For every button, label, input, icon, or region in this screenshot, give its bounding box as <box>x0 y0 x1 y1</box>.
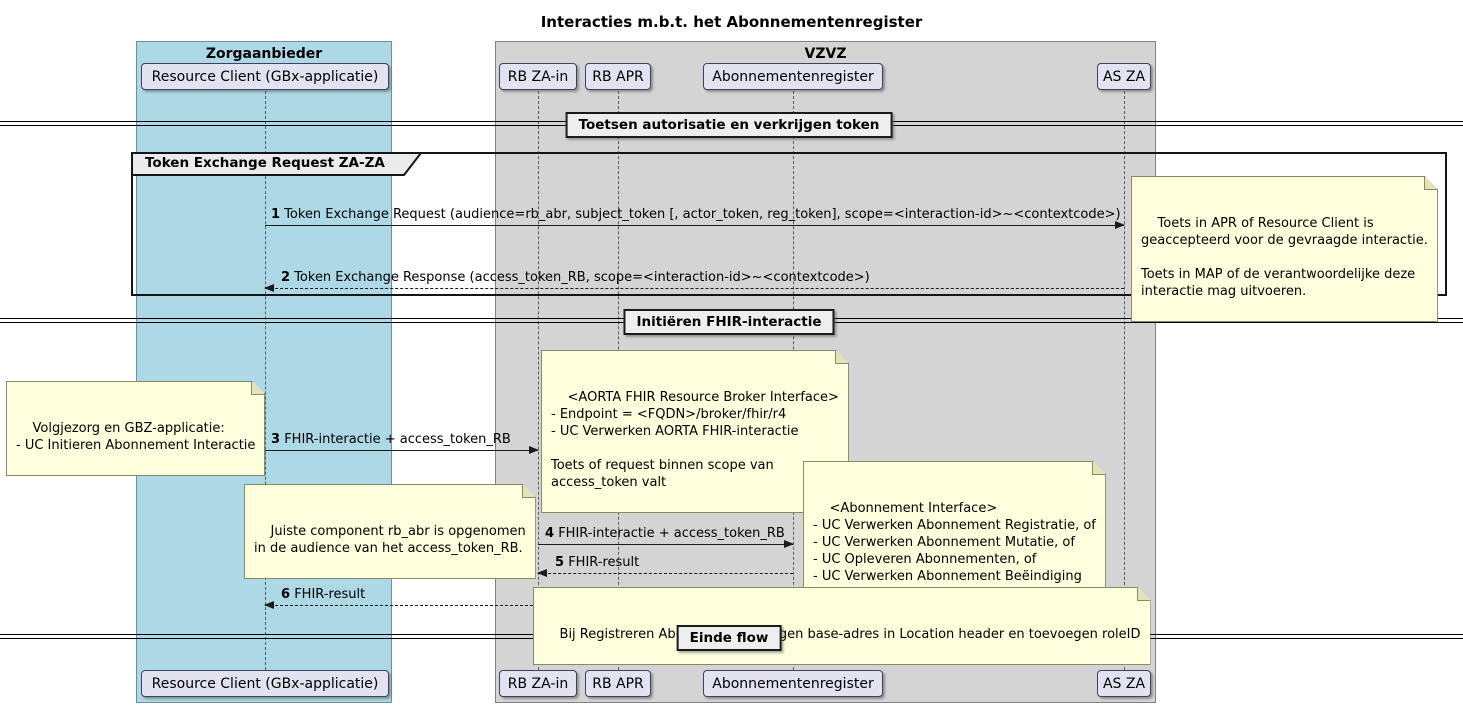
participant-label: RB ZA-in <box>507 68 569 85</box>
message-number: 5 <box>555 555 565 570</box>
note-text: Bij Registreren Abonnement: wijzigen bas… <box>559 627 1141 642</box>
arrow-left-icon <box>537 569 547 577</box>
participant-resource-client: Resource Client (GBx-applicatie) <box>141 63 389 90</box>
arrow-right-icon <box>1115 221 1125 229</box>
participant-abonnementenregister-bottom: Abonnementenregister <box>703 670 883 697</box>
note-abonnement-interface: <Abonnement Interface> - UC Verwerken Ab… <box>803 461 1106 607</box>
participant-rb-za-in: RB ZA-in <box>499 63 577 90</box>
message-line <box>265 225 1124 226</box>
message-line <box>538 544 793 545</box>
message-line <box>265 605 538 606</box>
arrow-right-icon <box>784 540 794 548</box>
message-text: FHIR-result <box>294 587 366 602</box>
note-aorta-interface: <AORTA FHIR Resource Broker Interface> -… <box>541 350 849 513</box>
note-text: Toets in APR of Resource Client is geacc… <box>1141 216 1428 299</box>
participant-label: Resource Client (GBx-applicatie) <box>151 68 379 85</box>
message-number: 3 <box>271 432 281 447</box>
frame-tab: Token Exchange Request ZA-ZA <box>131 152 424 177</box>
arrow-left-icon <box>264 601 274 609</box>
group-zorgaanbieder: Zorgaanbieder <box>136 41 392 703</box>
participant-label: AS ZA <box>1102 68 1146 85</box>
note-text: <Abonnement Interface> - UC Verwerken Ab… <box>813 501 1096 584</box>
participant-label: RB APR <box>592 68 644 85</box>
divider-toetsen: Toetsen autorisatie en verkrijgen token <box>565 112 893 138</box>
participant-rb-za-in-bottom: RB ZA-in <box>499 670 577 697</box>
lifeline-rb-za-in <box>538 91 539 670</box>
participant-as-za-bottom: AS ZA <box>1097 670 1151 697</box>
lifeline-as-za <box>1124 91 1125 670</box>
message-text: FHIR-interactie + access_token_RB <box>284 432 511 447</box>
message-label: 6 FHIR-result <box>281 587 365 602</box>
group-zorgaanbieder-label: Zorgaanbieder <box>205 46 323 62</box>
message-number: 4 <box>545 526 555 541</box>
participant-rb-apr-bottom: RB APR <box>585 670 651 697</box>
participant-label: Abonnementenregister <box>712 68 874 85</box>
lifeline-resource-client <box>265 91 266 670</box>
participant-label: Abonnementenregister <box>712 675 874 692</box>
frame-title: Token Exchange Request ZA-ZA <box>145 155 385 171</box>
note-text: Juiste component rb_abr is opgenomen in … <box>254 524 526 556</box>
message-text: FHIR-result <box>568 555 640 570</box>
divider-initieren: Initiëren FHIR-interactie <box>623 309 835 335</box>
arrow-right-icon <box>529 446 539 454</box>
message-text: Token Exchange Response (access_token_RB… <box>294 270 870 285</box>
message-line <box>265 450 538 451</box>
note-text: <AORTA FHIR Resource Broker Interface> -… <box>551 390 839 490</box>
message-number: 6 <box>281 587 291 602</box>
participant-label: Resource Client (GBx-applicatie) <box>151 675 379 692</box>
divider-einde-flow: Einde flow <box>676 625 782 651</box>
group-vzvz-label: VZVZ <box>804 46 847 62</box>
participant-as-za: AS ZA <box>1097 63 1151 90</box>
message-label: 1 Token Exchange Request (audience=rb_ab… <box>271 207 1121 222</box>
message-line <box>265 288 1124 289</box>
note-volgjezorg: Volgjezorg en GBZ-applicatie: - UC Initi… <box>6 381 265 476</box>
participant-rb-apr: RB APR <box>585 63 651 90</box>
message-number: 2 <box>281 270 291 285</box>
arrow-left-icon <box>264 284 274 292</box>
participant-resource-client-bottom: Resource Client (GBx-applicatie) <box>141 670 389 697</box>
frame-token-exchange: Token Exchange Request ZA-ZA <box>131 152 1447 296</box>
participant-label: RB ZA-in <box>507 675 569 692</box>
note-text: Volgjezorg en GBZ-applicatie: - UC Initi… <box>16 421 256 453</box>
note-apr-check: Toets in APR of Resource Client is geacc… <box>1131 176 1438 322</box>
message-label: 5 FHIR-result <box>555 555 639 570</box>
message-text: Token Exchange Request (audience=rb_abr,… <box>284 207 1121 222</box>
note-juiste-component: Juiste component rb_abr is opgenomen in … <box>244 484 536 579</box>
participant-abonnementenregister: Abonnementenregister <box>703 63 883 90</box>
participant-label: AS ZA <box>1102 675 1146 692</box>
message-label: 2 Token Exchange Response (access_token_… <box>281 270 870 285</box>
message-line <box>538 573 793 574</box>
message-text: FHIR-interactie + access_token_RB <box>558 526 785 541</box>
message-number: 1 <box>271 207 281 222</box>
note-registreren-abonnement: Bij Registreren Abonnement: wijzigen bas… <box>533 587 1151 665</box>
participant-label: RB APR <box>592 675 644 692</box>
frame-tab-shape-icon <box>131 152 424 176</box>
page-title: Interacties m.b.t. het Abonnementenregis… <box>540 13 923 31</box>
message-label: 4 FHIR-interactie + access_token_RB <box>545 526 785 541</box>
message-label: 3 FHIR-interactie + access_token_RB <box>271 432 511 447</box>
